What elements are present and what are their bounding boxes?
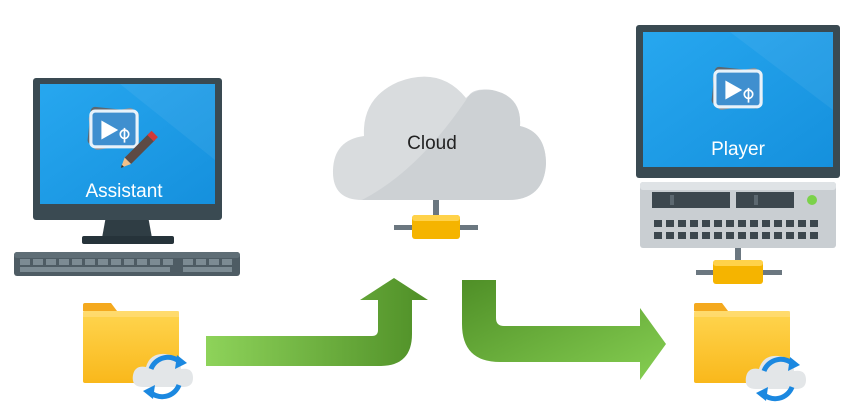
player-computer: Player xyxy=(636,25,840,284)
player-label: Player xyxy=(711,139,766,160)
sync-folder-icon xyxy=(83,303,193,399)
network-connector-icon xyxy=(394,200,478,239)
sync-folder-icon xyxy=(694,303,806,401)
keyboard-icon xyxy=(14,252,240,276)
app-logo-icon xyxy=(709,64,766,113)
network-connector-icon xyxy=(696,248,782,284)
player-monitor xyxy=(636,25,840,178)
desktop-computer-icon xyxy=(33,78,222,244)
server-icon xyxy=(640,182,836,248)
cloud-node: Cloud xyxy=(332,76,546,239)
assistant-computer: Assistant xyxy=(14,78,240,276)
flow-arrow-icon xyxy=(462,280,666,380)
flow-arrow-icon xyxy=(206,278,428,366)
app-logo-icon xyxy=(85,104,142,153)
cloud-icon xyxy=(332,76,546,200)
cloud-label: Cloud xyxy=(407,133,457,154)
assistant-label: Assistant xyxy=(85,181,163,202)
